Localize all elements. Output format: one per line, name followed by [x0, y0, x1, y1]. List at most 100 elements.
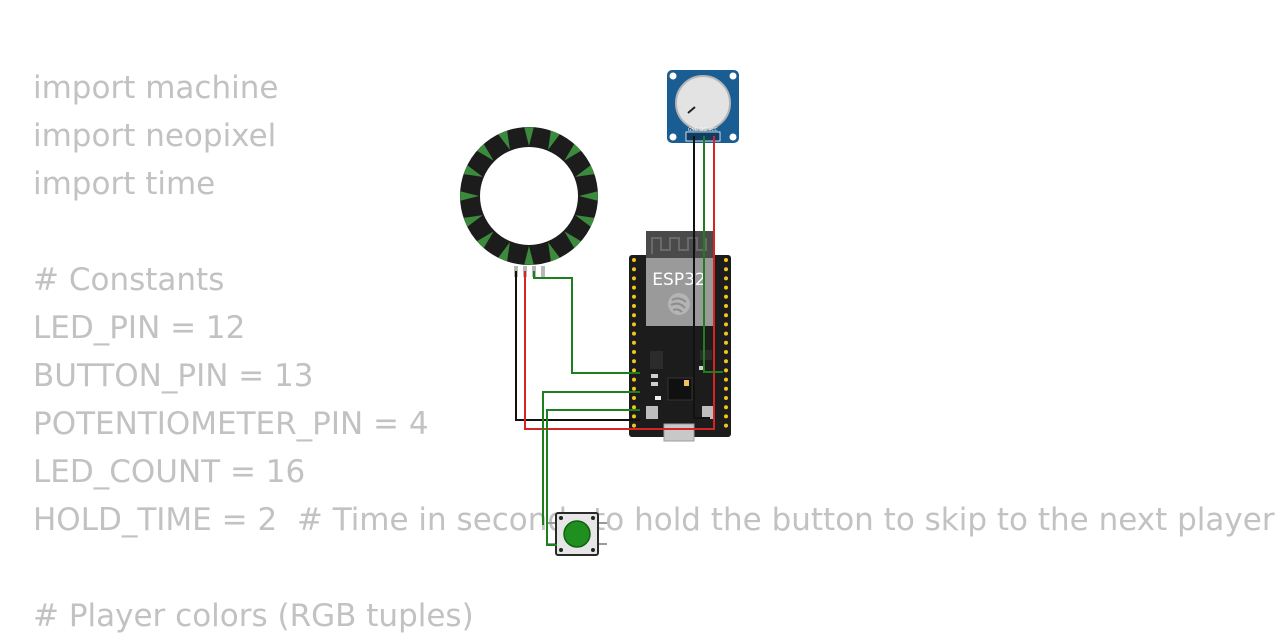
ring-led: [460, 191, 479, 201]
ring-led: [564, 143, 582, 161]
ring-led: [498, 242, 510, 262]
header-pin[interactable]: [632, 340, 636, 345]
code-line: POTENTIOMETER_PIN = 4: [33, 406, 429, 442]
header-pin[interactable]: [724, 377, 728, 382]
header-pin[interactable]: [724, 386, 728, 391]
code-line: import neopixel: [33, 118, 277, 154]
header-pin[interactable]: [724, 276, 728, 281]
antenna-trace: [651, 237, 707, 254]
header-pin[interactable]: [724, 368, 728, 373]
ring-led: [548, 130, 560, 150]
header-pin[interactable]: [724, 359, 728, 364]
ring-led: [476, 231, 494, 249]
header-pin[interactable]: [632, 396, 636, 400]
header-pin[interactable]: [632, 258, 636, 262]
neopixel-ring[interactable]: [460, 127, 598, 277]
header-pin[interactable]: [724, 294, 728, 299]
esp32-board[interactable]: ESP32: [629, 231, 731, 442]
header-pin[interactable]: [724, 285, 728, 290]
header-pin[interactable]: [632, 313, 636, 318]
header-pin[interactable]: [632, 322, 636, 327]
mounting-hole: [729, 133, 737, 141]
button-corner: [559, 516, 563, 520]
code-line: # Constants: [33, 262, 225, 298]
header-pin[interactable]: [724, 331, 728, 336]
esp32-label: ESP32: [652, 270, 705, 290]
right-header-pins: [724, 258, 728, 428]
code-line: import machine: [33, 70, 279, 106]
code-line: HOLD_TIME = 2 # Time in seconds to hold …: [33, 502, 1275, 538]
header-pin[interactable]: [632, 304, 636, 308]
header-pin[interactable]: [632, 386, 636, 391]
smd-component: [684, 380, 689, 386]
header-pin[interactable]: [632, 368, 636, 373]
pin-label-sig: SIG: [699, 127, 707, 133]
reset-button[interactable]: [702, 406, 714, 419]
header-pin[interactable]: [632, 377, 636, 382]
header-pin[interactable]: [724, 414, 728, 419]
wire-pot-sig-green[interactable]: [703, 136, 723, 373]
header-pin[interactable]: [632, 285, 636, 290]
header-pin[interactable]: [632, 350, 636, 354]
code-line: # Player colors (RGB tuples): [33, 598, 474, 634]
smd-component: [655, 396, 661, 400]
code-line: LED_COUNT = 16: [33, 454, 306, 490]
wire-button-green-1[interactable]: [542, 391, 640, 525]
ring-led: [498, 130, 510, 150]
potentiometer-knob[interactable]: [675, 75, 731, 131]
ring-led: [579, 191, 598, 201]
button-cap[interactable]: [563, 520, 591, 548]
header-pin[interactable]: [632, 294, 636, 299]
header-pin[interactable]: [632, 405, 636, 410]
wire-button-green-2[interactable]: [546, 409, 640, 546]
header-pin[interactable]: [724, 405, 728, 410]
pin-label-gnd: GND: [688, 127, 699, 133]
header-pin[interactable]: [724, 350, 728, 354]
header-pin[interactable]: [724, 304, 728, 308]
button-leg: [598, 522, 607, 524]
wire-ring-gnd-black[interactable]: [515, 271, 640, 421]
boot-button[interactable]: [646, 406, 658, 419]
header-pin[interactable]: [724, 322, 728, 327]
header-pin[interactable]: [632, 267, 636, 272]
usb-port: [663, 423, 695, 442]
mounting-hole: [669, 133, 677, 141]
header-pin[interactable]: [724, 396, 728, 400]
ring-led: [575, 215, 595, 227]
code-line: import time: [33, 166, 216, 202]
header-pin[interactable]: [632, 276, 636, 281]
header-pin[interactable]: [632, 414, 636, 419]
ring-pin: [541, 266, 545, 277]
button-corner: [591, 548, 595, 552]
code-editor-background: import machine import neopixel import time…: [33, 64, 1275, 634]
wire-ring-vcc-red[interactable]: [524, 136, 715, 430]
smd-component: [699, 366, 705, 370]
header-pin[interactable]: [724, 313, 728, 318]
left-header-pins: [632, 258, 636, 428]
pin-label-vcc: VCC: [708, 127, 717, 133]
push-button[interactable]: [548, 512, 607, 556]
ring-led: [524, 246, 534, 265]
espressif-logo-mark: [670, 297, 687, 313]
header-pin[interactable]: [632, 331, 636, 336]
code-line: LED_PIN = 12: [33, 310, 246, 346]
wire-pot-gnd-black[interactable]: [693, 136, 710, 419]
wire-ring-data-green[interactable]: [533, 271, 640, 374]
mounting-hole: [669, 72, 677, 80]
button-leg: [548, 522, 557, 524]
knob-indicator: [687, 106, 696, 114]
header-pin[interactable]: [632, 359, 636, 364]
header-pin[interactable]: [724, 423, 728, 428]
wiring: [515, 136, 723, 546]
header-pin[interactable]: [724, 267, 728, 272]
potentiometer[interactable]: GND SIG VCC: [667, 70, 739, 143]
ring-led: [524, 127, 534, 146]
header-pin[interactable]: [632, 423, 636, 428]
mounting-hole: [729, 72, 737, 80]
header-pin[interactable]: [724, 340, 728, 345]
ring-led: [476, 143, 494, 161]
circuit-diagram: GND SIG VCC ESP32: [460, 70, 739, 556]
code-line: BUTTON_PIN = 13: [33, 358, 314, 394]
header-pin[interactable]: [724, 258, 728, 262]
ring-led: [548, 242, 560, 262]
